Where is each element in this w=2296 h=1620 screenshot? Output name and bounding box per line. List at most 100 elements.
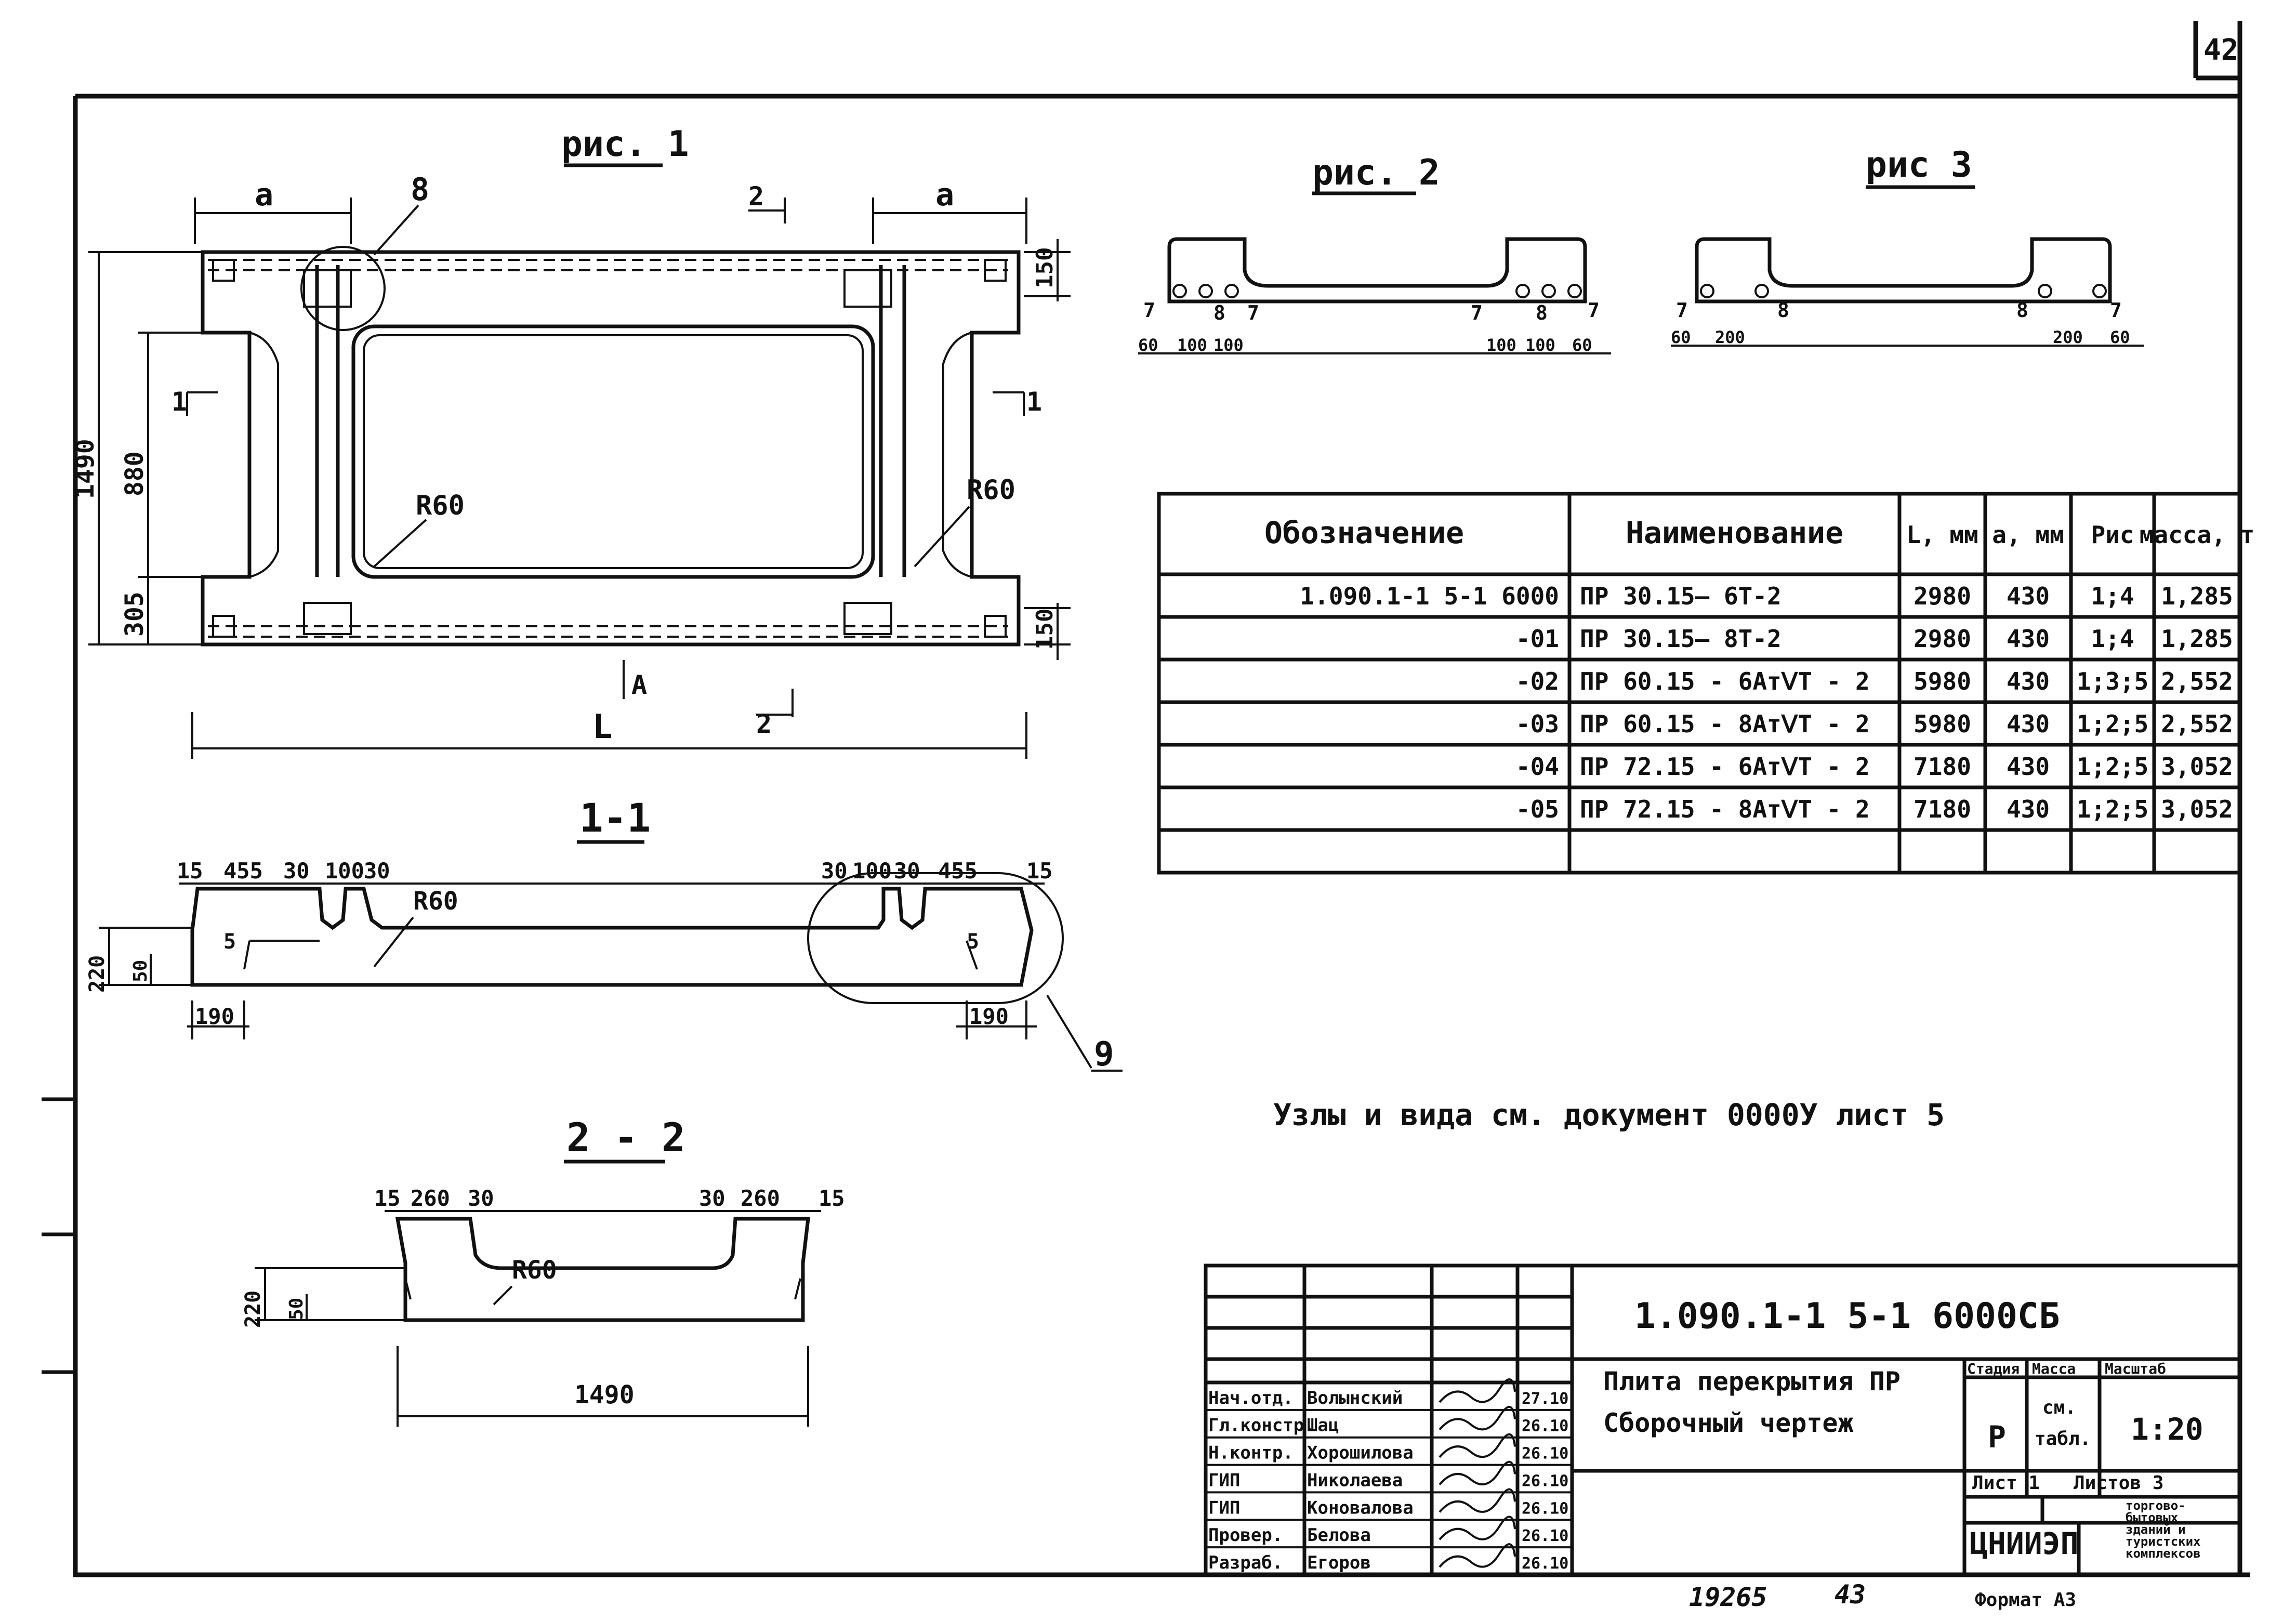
staff-role: ГИП [1208,1470,1240,1491]
callout-9-label: 9 [1094,1035,1114,1074]
spec-cell: ПР 60.15 - 8АтⅤТ - 2 [1580,710,1870,738]
spec-cell: ПР 30.15— 8Т-2 [1580,625,1782,653]
org-desc-1: торгово- [2126,1498,2186,1513]
dim-220-sec11: 220 [85,955,109,993]
spec-cell: 2,552 [2161,667,2233,695]
dim-top-6: 100 [852,858,892,884]
fig3-dim-4: 60 [2110,327,2130,347]
staff-name: Николаева [1307,1470,1403,1491]
spec-cell: 1;4 [2091,625,2134,653]
staff-name: Егоров [1307,1552,1371,1573]
dim-1490-vertical: 1490 [71,439,100,499]
signature-mark [1439,1405,1516,1431]
staff-role: Н.контр. [1208,1443,1294,1464]
spec-cell: ПР 30.15— 6Т-2 [1580,582,1782,610]
signature-mark [1439,1378,1516,1403]
signature-mark [1439,1488,1516,1513]
sheets-label: Листов 3 [2074,1472,2163,1494]
staff-name: Коновалова [1307,1497,1414,1518]
fig2-dim-5: 100 [1525,335,1555,355]
spec-header-4: Рис [2091,521,2134,549]
dim-top-8: 455 [938,858,978,884]
dim22-top-3: 30 [699,1186,725,1211]
fig2-mark-6: 7 [1588,299,1600,322]
dim-top-2: 30 [283,858,310,884]
spec-header-0: Обозначение [1264,515,1464,550]
spec-cell: 5980 [1914,710,1971,738]
dim-top-7: 30 [894,858,920,884]
section-1-right: 1 [1026,387,1042,417]
r60-section-1-1: R60 [413,887,458,916]
organization: ЦНИИЭП [1970,1526,2079,1561]
spec-cell: 1;3;5 [2077,667,2148,695]
spec-header-2: L, мм [1906,521,1978,549]
dim-l-label: L [592,708,613,746]
spec-cell: 2980 [1914,625,1971,653]
spec-cell: -02 [1516,667,1559,695]
dim-305-vertical: 305 [120,591,149,637]
fig3-title: рис 3 [1866,144,1972,186]
dim-220-sec22: 220 [241,1290,265,1328]
scale-value: 1:20 [2131,1412,2203,1447]
r60-right: R60 [967,475,1015,506]
spec-cell: -04 [1516,753,1559,781]
spec-cell: 7180 [1914,753,1971,781]
spec-cell: 1;2;5 [2077,710,2148,738]
spec-cell: 1;4 [2091,582,2134,610]
dim22-top-2: 30 [468,1186,494,1211]
staff-name: Белова [1307,1525,1371,1546]
staff-role: Провер. [1208,1525,1283,1546]
staff-date: 27.10 [1522,1390,1568,1408]
spec-cell: 1.090.1-1 5-1 6000 [1300,582,1560,610]
section-2-2-title: 2 - 2 [566,1114,685,1161]
staff-date: 26.10 [1522,1555,1568,1573]
r60-section-2-2: R60 [512,1256,557,1285]
dim22-top-5: 15 [819,1186,845,1211]
dim-1490-sec22: 1490 [574,1380,635,1410]
drawing-code: 1.090.1-1 5-1 6000СБ [1634,1296,2060,1337]
fig3-dim-3: 200 [2053,327,2083,347]
fig1-plan: рис. 1 8 a [71,124,1071,759]
spec-cell: 1,285 [2161,625,2233,653]
fig3-mark-2: 8 [1777,299,1789,322]
title-block: 1.090.1-1 5-1 6000СБ Плита перекрытия ПР… [1204,1263,2242,1577]
spec-header-5: масса, т [2140,521,2255,549]
staff-role: Разраб. [1208,1552,1283,1573]
spec-cell: 430 [2007,667,2050,695]
mark-5-left: 5 [223,930,236,954]
mass-label: Масса [2032,1360,2076,1377]
dim-a-left: a [255,177,273,213]
sheet-label: Лист 1 [1972,1472,2040,1494]
format-label: Формат А3 [1975,1589,2076,1611]
spec-cell: 1,285 [2161,582,2233,610]
dim-top-9: 15 [1026,858,1053,884]
signature-mark [1439,1460,1516,1485]
spec-cell: -03 [1516,710,1559,738]
spec-header-1: Наименование [1626,515,1843,550]
dim22-top-1: 260 [411,1186,450,1211]
org-desc-5: комплексов [2126,1546,2201,1561]
dim-50-sec22: 50 [286,1298,307,1320]
mark-5-right: 5 [967,930,979,954]
dim-a-right: a [935,177,954,213]
spec-cell: 2,552 [2161,710,2233,738]
fig2-profile: рис. 2 7 8 7 7 8 7 60 100 100 100 100 60 [1138,152,1611,355]
page-number: 42 [2203,33,2238,67]
note-text: Узлы и вида см. документ 0000У лист 5 [1273,1097,1945,1132]
section-1-1-title: 1-1 [579,795,651,841]
section-2-2: 2 - 2 R60 15 260 30 30 260 15 220 50 149… [241,1114,845,1427]
dim-top-3: 100 [325,858,364,884]
dim-880-vertical: 880 [120,451,149,496]
dim22-top-4: 260 [741,1186,780,1211]
spec-cell: 2980 [1914,582,1971,610]
fig3-mark-1: 7 [1676,299,1688,322]
section-1-1: 1-1 9 5 5 R60 15 455 30 100 30 30 100 30… [85,795,1123,1074]
fig2-dim-1: 60 [1138,335,1158,355]
dim-top-1: 455 [223,858,263,884]
view-a-label: A [631,670,647,700]
signature-mark [1439,1516,1516,1540]
fig1-title: рис. 1 [561,124,689,165]
staff-name: Шац [1307,1415,1339,1436]
staff-name: Волынский [1307,1388,1403,1408]
